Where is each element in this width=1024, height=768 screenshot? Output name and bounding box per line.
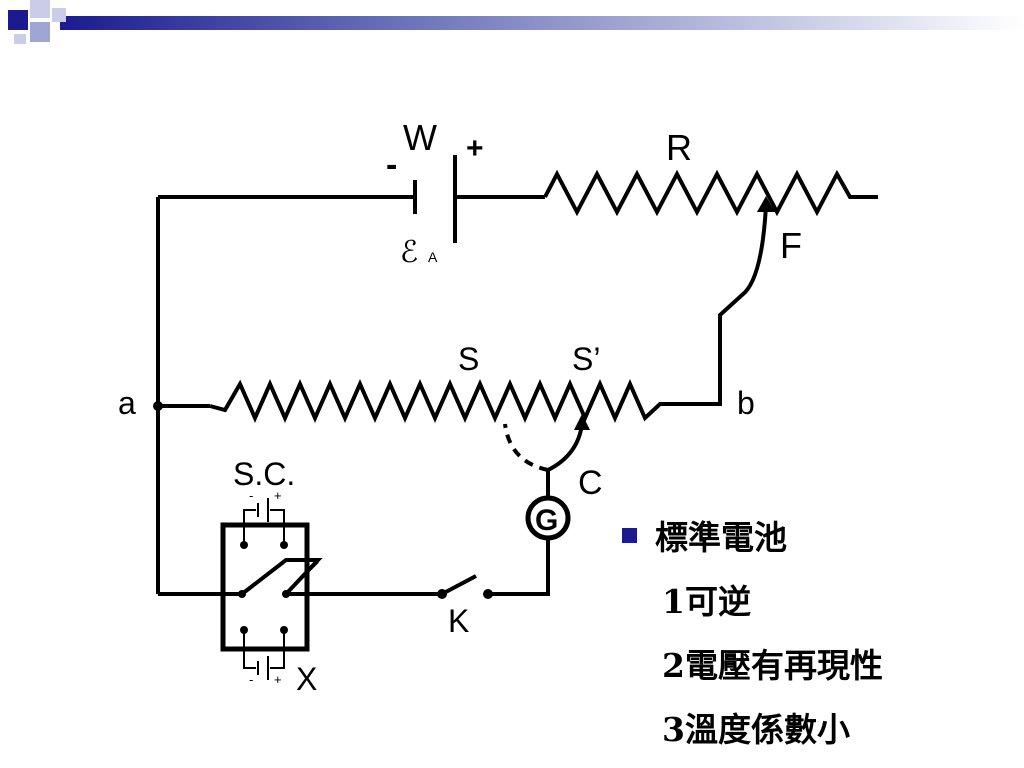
sc-lead xyxy=(270,509,285,545)
slider-F-wire xyxy=(718,204,768,406)
terminal-dot xyxy=(282,590,290,598)
label-W: W xyxy=(403,117,437,158)
notes-item: 1可逆 xyxy=(662,582,751,621)
header-gradient xyxy=(60,16,1024,30)
header-square xyxy=(8,10,28,30)
galvanometer xyxy=(525,495,571,541)
label-emf-sub: A xyxy=(428,249,438,265)
label-K: K xyxy=(448,603,469,639)
label-b: b xyxy=(737,385,755,421)
bullet-square-icon xyxy=(622,528,637,543)
label-SC: S.C. xyxy=(233,456,295,492)
contact-S-dashed-wire xyxy=(503,423,549,472)
terminal-dot xyxy=(238,590,246,598)
resistor-R xyxy=(543,169,878,217)
switch-blade xyxy=(285,561,319,595)
wire xyxy=(488,538,550,596)
x-lead xyxy=(270,630,285,669)
label-sc-minus: - xyxy=(249,488,253,503)
header-decoration xyxy=(8,0,1024,44)
key-K-lever xyxy=(441,574,477,596)
label-battery-plus: + xyxy=(466,132,484,165)
label-battery-minus: - xyxy=(386,146,397,184)
header-square xyxy=(52,8,66,22)
notes-title: 標準電池 xyxy=(655,518,787,557)
label-x-minus: - xyxy=(249,672,253,687)
contact-S-prime-wire xyxy=(547,423,584,472)
header-square xyxy=(14,34,26,44)
terminal-dot xyxy=(240,541,248,549)
notes-title-row: 標準電池 xyxy=(622,506,883,570)
notes-item: 3溫度係數小 xyxy=(662,710,850,749)
label-a: a xyxy=(118,385,136,421)
arrowhead-S-prime xyxy=(574,414,590,430)
label-S-prime: S’ xyxy=(572,341,600,377)
key-terminal xyxy=(437,589,447,599)
label-C: C xyxy=(578,464,603,502)
header-square xyxy=(30,22,50,42)
label-X: X xyxy=(296,661,317,697)
label-G: G xyxy=(535,504,558,537)
terminal-dot xyxy=(240,626,248,634)
terminal-dot xyxy=(280,541,288,549)
notes-list: 標準電池 1可逆 2電壓有再現性 3溫度係數小 xyxy=(622,506,883,762)
terminal-dot xyxy=(280,626,288,634)
slide-wire-resistor xyxy=(209,379,720,423)
header-square xyxy=(30,0,50,18)
label-emf: ℰ xyxy=(400,236,418,269)
notes-item: 2電壓有再現性 xyxy=(662,646,883,685)
label-x-plus: + xyxy=(274,672,282,687)
label-sc-plus: + xyxy=(274,488,282,503)
label-R: R xyxy=(666,127,692,168)
sc-lead xyxy=(243,509,256,545)
node-a xyxy=(153,401,163,411)
arrowhead-F xyxy=(757,196,775,212)
label-S: S xyxy=(458,341,479,377)
key-terminal xyxy=(483,589,493,599)
label-F: F xyxy=(780,225,802,266)
x-lead xyxy=(243,630,256,669)
switch-box xyxy=(220,522,310,652)
